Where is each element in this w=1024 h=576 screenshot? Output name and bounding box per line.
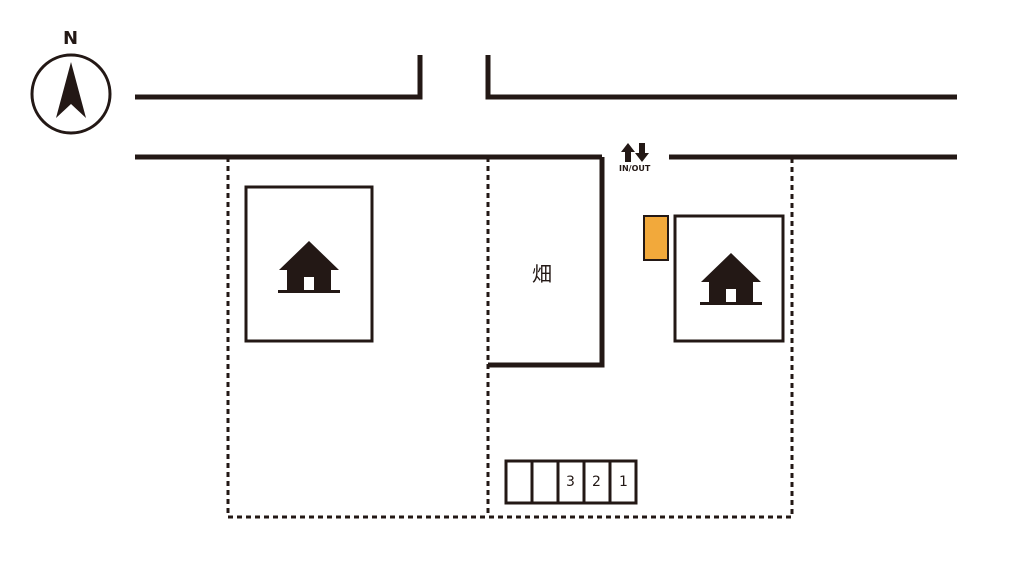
house-icon (700, 253, 762, 305)
house-left (244, 185, 374, 343)
parking-slot-label: 2 (592, 474, 601, 490)
roads (135, 55, 957, 160)
compass-label: N (63, 28, 79, 49)
lot-boundaries (226, 157, 794, 519)
north-arrow-icon (56, 62, 86, 118)
entrance-arrows-icon (621, 143, 649, 162)
parking-slots (504, 459, 638, 505)
parking-slot-label: 1 (619, 474, 628, 490)
house-right (673, 214, 785, 343)
field-wall (488, 157, 605, 368)
entrance-label: IN/OUT (619, 164, 651, 173)
compass (30, 53, 112, 135)
house-icon (278, 241, 340, 293)
field-label: 畑 (532, 262, 552, 286)
parking-slot-label: 3 (566, 474, 575, 490)
destination-marker (643, 215, 669, 261)
